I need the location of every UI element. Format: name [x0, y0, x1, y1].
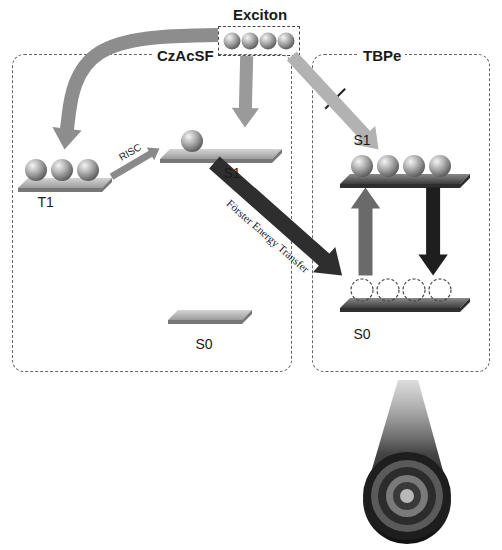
exciton-ball: [429, 155, 451, 177]
empty-state-circle: [403, 279, 425, 301]
energy-level-slab: [340, 150, 470, 188]
exciton-ball: [181, 130, 203, 152]
transfer-arrow: [292, 56, 379, 150]
level-top-face: [340, 298, 470, 308]
level-label: S0: [354, 326, 371, 342]
energy-level: T1: [18, 150, 112, 192]
exciton-ball: [77, 159, 99, 181]
energy-level: S1: [160, 128, 282, 163]
level-top-face: [168, 310, 252, 320]
level-label: S1: [224, 165, 241, 181]
level-side-face: [460, 174, 470, 188]
transfer-arrow: [351, 188, 380, 276]
arrow-shaft: [426, 188, 440, 257]
arrow-head: [52, 127, 81, 150]
arrow-shaft: [245, 56, 246, 110]
cross-stroke: [325, 89, 345, 109]
transfer-arrow: [232, 56, 259, 128]
energy-level: S0: [168, 308, 252, 324]
exciton-ball: [259, 32, 276, 49]
level-label: S1: [354, 132, 371, 148]
exciton-ball: [277, 32, 294, 49]
level-front-face: [160, 159, 272, 163]
arrow-label: RISC: [117, 141, 143, 162]
empty-state-circle: [377, 279, 399, 301]
transfer-arrow: [214, 163, 342, 276]
arrow-head: [351, 188, 380, 209]
box-heading: Exciton: [233, 6, 287, 23]
exciton-ball: [241, 32, 258, 49]
energy-level-slab: [160, 128, 282, 163]
level-side-face: [102, 178, 112, 192]
exciton-ball: [377, 155, 399, 177]
level-front-face: [168, 320, 242, 324]
level-top-face: [160, 149, 282, 159]
molecule-group-box: TBPeS1S0: [312, 54, 490, 372]
energy-level-slab: [18, 150, 112, 192]
energy-level-slab: [340, 276, 470, 312]
empty-state-circle: [351, 279, 373, 301]
exciton-ball: [223, 32, 240, 49]
blocked-cross: [325, 89, 345, 109]
exciton-box: Exciton: [218, 26, 300, 56]
arrow-head: [313, 247, 342, 275]
energy-level: S0: [340, 276, 470, 312]
level-front-face: [18, 188, 102, 192]
arrow-shaft: [292, 56, 367, 137]
level-side-face: [272, 149, 282, 163]
exciton-ball: [403, 155, 425, 177]
arrow-head: [147, 148, 160, 161]
energy-level: S1: [340, 150, 470, 188]
cross-stroke: [325, 89, 345, 109]
arrow-shaft: [67, 35, 218, 131]
level-side-face: [242, 310, 252, 324]
transfer-arrow: [418, 188, 447, 276]
energy-level-slab: [168, 308, 252, 324]
arrow-head: [232, 108, 259, 128]
arrow-shaft: [359, 206, 373, 275]
exciton-ball: [51, 159, 73, 181]
box-heading: CzAcSF: [153, 47, 218, 64]
level-front-face: [340, 184, 460, 188]
level-label: T1: [38, 194, 54, 210]
arrow-head: [418, 255, 447, 276]
exciton-ball: [25, 159, 47, 181]
exciton-balls: [218, 26, 300, 56]
level-side-face: [460, 298, 470, 312]
level-label: S0: [196, 336, 213, 352]
arrow-label: Förster Energy Transfer: [224, 197, 311, 275]
light-emission-cone: [363, 380, 451, 544]
level-front-face: [340, 308, 460, 312]
exciton-ball: [351, 155, 373, 177]
box-heading: TBPe: [359, 47, 405, 64]
empty-state-circle: [429, 279, 451, 301]
